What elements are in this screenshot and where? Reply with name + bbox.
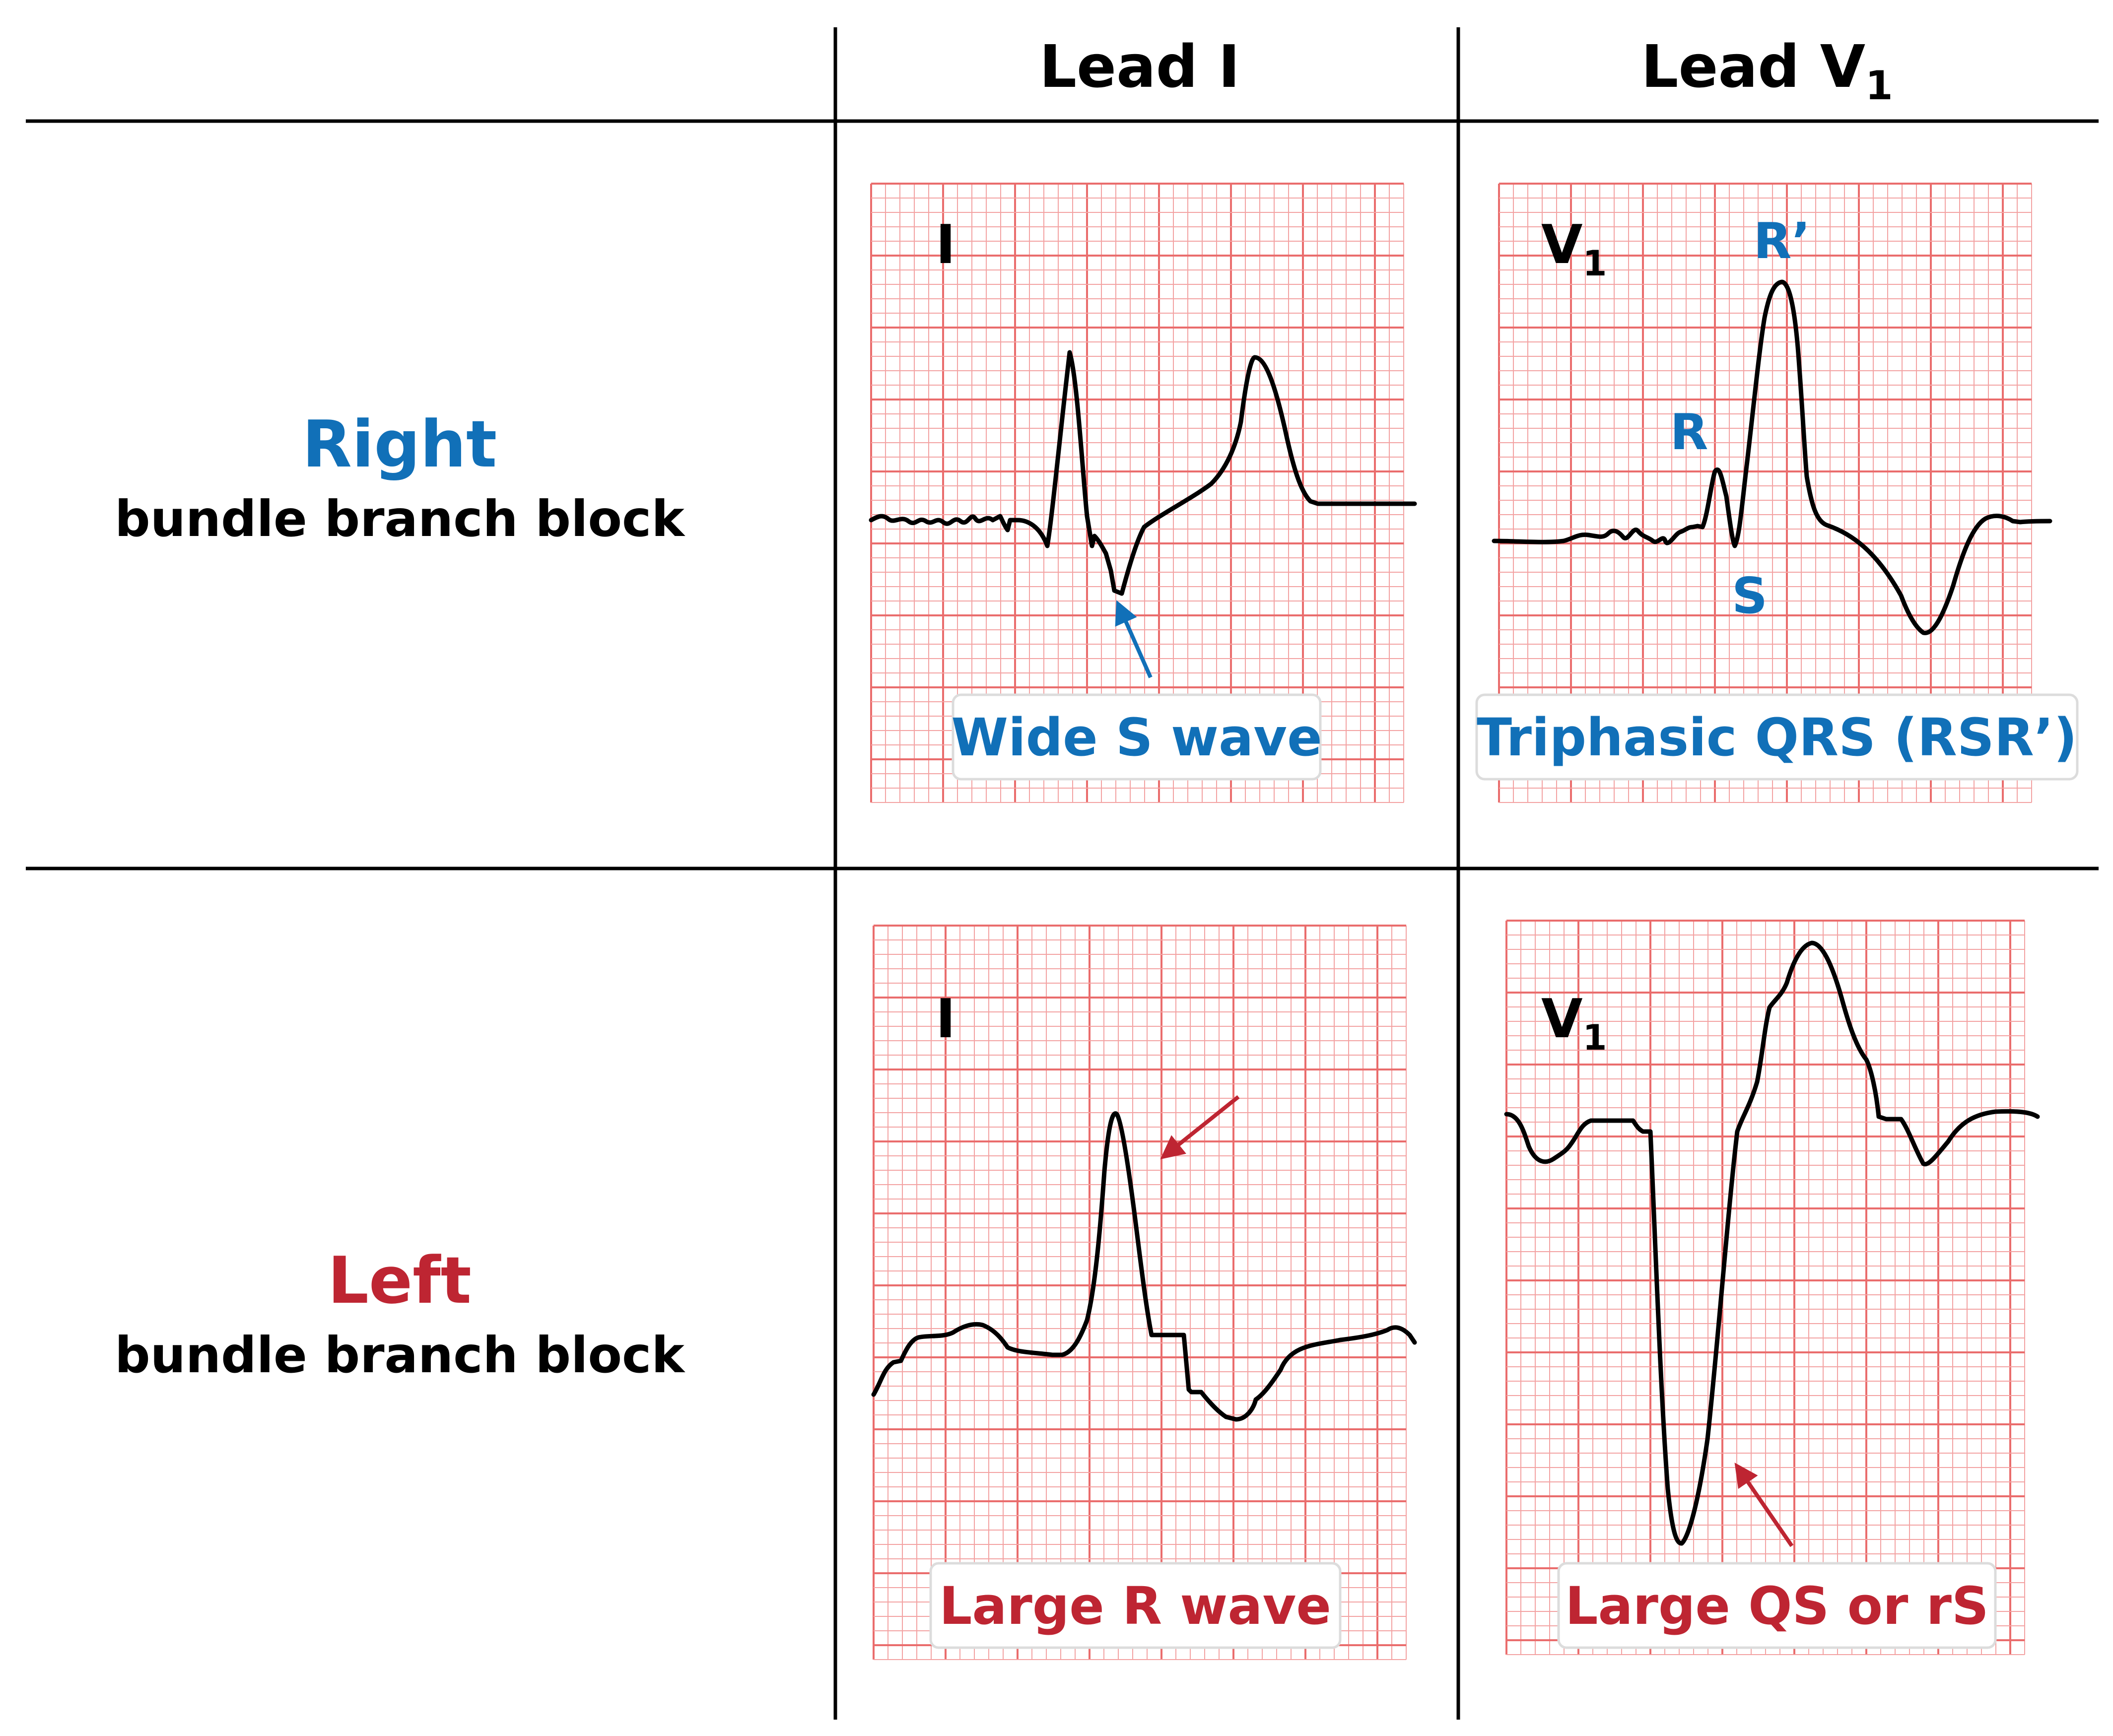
callout-text-large-r-wave: Large R wave xyxy=(939,1576,1331,1636)
arrow-wide-s-wave xyxy=(1115,600,1153,678)
lead-label-lbbb-lead-v1: V1 xyxy=(1541,988,1607,1058)
callout-text-large-qs: Large QS or rS xyxy=(1565,1576,1989,1636)
callout-large-r-wave: Large R wave xyxy=(929,1562,1342,1649)
column-header-lead-i: Lead I xyxy=(1039,32,1240,101)
ecg-trace-rbbb-lead-i xyxy=(869,350,1417,596)
arrow-large-r-wave xyxy=(1160,1095,1240,1159)
callout-wide-s-wave: Wide S wave xyxy=(951,693,1322,781)
callout-text-wide-s-wave: Wide S wave xyxy=(951,707,1322,768)
wave-label-s: S xyxy=(1732,567,1768,625)
table-rules xyxy=(26,27,2099,1720)
row-subtitle-left: bundle branch block xyxy=(115,1326,685,1384)
ecg-grid-lbbb-lead-v1 xyxy=(1505,920,2025,1655)
wave-label-r-prime: R’ xyxy=(1754,212,1811,270)
arrow-large-qs xyxy=(1734,1463,1794,1547)
lead-label-rbbb-lead-v1: V1 xyxy=(1541,214,1607,284)
ecg-grid-rbbb-lead-v1 xyxy=(1498,183,2032,803)
callout-triphasic-qrs: Triphasic QRS (RSR’) xyxy=(1475,693,2079,781)
ecg-trace-rbbb-lead-v1 xyxy=(1492,279,2052,635)
callout-text-triphasic-qrs: Triphasic QRS (RSR’) xyxy=(1477,707,2077,768)
column-header-lead-v1: Lead V1 xyxy=(1641,32,1893,109)
row-title-left: Left xyxy=(328,1243,472,1318)
row-subtitle-right: bundle branch block xyxy=(115,490,685,548)
lead-label-lbbb-lead-i: I xyxy=(936,988,955,1050)
callout-large-qs: Large QS or rS xyxy=(1557,1562,1997,1649)
ecg-trace-lbbb-lead-i xyxy=(871,1111,1417,1422)
lead-label-rbbb-lead-i: I xyxy=(936,214,955,276)
ecg-trace-lbbb-lead-v1 xyxy=(1504,940,2040,1546)
row-title-right: Right xyxy=(302,406,497,482)
wave-label-r: R xyxy=(1670,403,1708,461)
